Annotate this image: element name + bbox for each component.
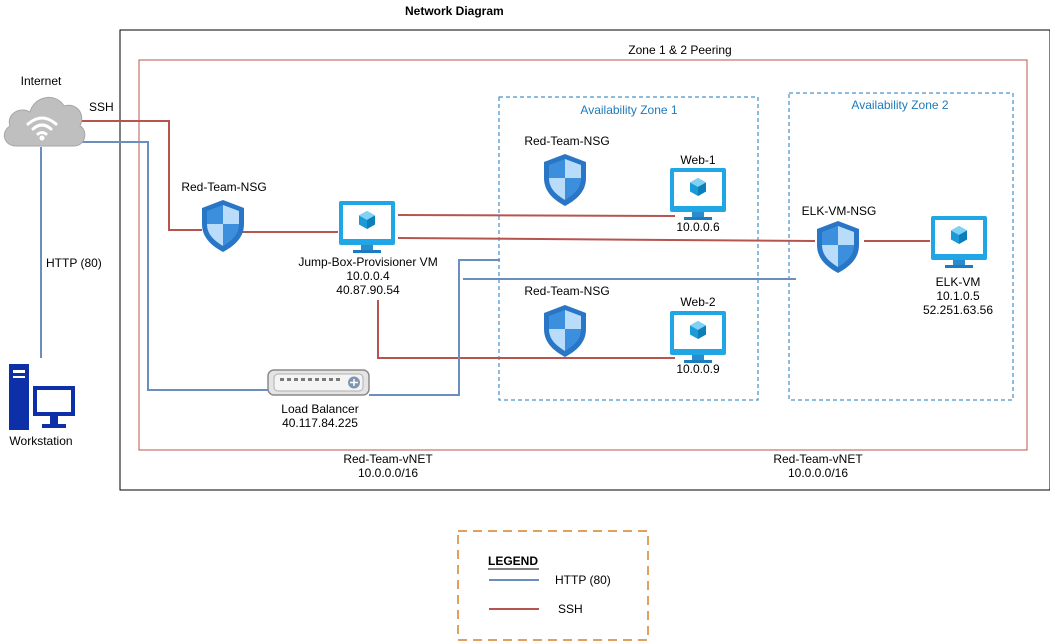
- web1-ip: 10.0.0.6: [676, 220, 720, 234]
- jumpbox-name: Jump-Box-Provisioner VM: [298, 255, 438, 269]
- http-line-lb-to-zone1: [369, 259, 500, 396]
- legend-item-ssh: SSH: [558, 602, 583, 616]
- workstation-label: Workstation: [9, 434, 73, 448]
- elk-vm-private-ip: 10.1.0.5: [936, 289, 980, 303]
- http-line-internet-to-lb: [82, 141, 270, 391]
- nsg-web1-label: Red-Team-NSG: [524, 134, 610, 148]
- load-balancer-ip: 40.117.84.225: [282, 416, 358, 430]
- nsg-main-label: Red-Team-NSG: [181, 180, 267, 194]
- shield-icon-web1-nsg: [544, 154, 586, 206]
- shield-icon-web2-nsg: [544, 305, 586, 357]
- ssh-line-jumpbox-to-web2: [377, 300, 675, 359]
- vnet-right-name: Red-Team-vNET: [773, 452, 863, 466]
- shield-icon-elk-nsg: [817, 221, 859, 273]
- workstation-icon: [9, 364, 75, 430]
- legend-item-http: HTTP (80): [555, 573, 611, 587]
- vnet-left-cidr: 10.0.0.0/16: [357, 466, 419, 480]
- nsg-web2-label: Red-Team-NSG: [524, 284, 610, 298]
- internet-label: Internet: [20, 74, 62, 88]
- elk-nsg-label: ELK-VM-NSG: [801, 204, 877, 218]
- jumpbox-private-ip: 10.0.0.4: [346, 269, 390, 283]
- zone2-label: Availability Zone 2: [851, 98, 949, 112]
- jumpbox-public-ip: 40.87.90.54: [336, 283, 400, 297]
- load-balancer-icon: [267, 369, 370, 396]
- load-balancer-name: Load Balancer: [281, 402, 359, 416]
- vm-monitor-icon-web2: [670, 311, 726, 363]
- web2-name: Web-2: [680, 295, 716, 309]
- peering-label: Zone 1 & 2 Peering: [628, 43, 732, 57]
- cloud-icon: [3, 97, 86, 147]
- vnet-peering-boundary: [138, 59, 1028, 451]
- elk-vm-public-ip: 52.251.63.56: [922, 303, 994, 317]
- ssh-line-jumpbox-to-web1: [397, 214, 676, 217]
- availability-zone-1-boundary: [498, 96, 759, 401]
- ssh-label: SSH: [89, 100, 114, 114]
- vm-monitor-icon-elk: [931, 216, 987, 268]
- ssh-connections: [82, 120, 930, 359]
- vm-monitor-icon-web1: [670, 168, 726, 220]
- web2-ip: 10.0.0.9: [676, 362, 720, 376]
- ssh-line-jumpbox-to-elk-nsg: [397, 237, 816, 242]
- diagram-title: Network Diagram: [405, 4, 504, 18]
- vm-monitor-icon-jumpbox: [339, 201, 395, 253]
- web1-name: Web-1: [680, 153, 716, 167]
- shield-icon-main-nsg: [202, 200, 244, 252]
- vnet-right-cidr: 10.0.0.0/16: [787, 466, 849, 480]
- zone1-label: Availability Zone 1: [580, 103, 678, 117]
- elk-vm-name: ELK-VM: [935, 275, 981, 289]
- legend-box: [457, 530, 649, 641]
- http-label: HTTP (80): [46, 256, 102, 270]
- vnet-left-name: Red-Team-vNET: [343, 452, 433, 466]
- availability-zone-2-boundary: [788, 92, 1014, 401]
- outer-frame: [119, 29, 1050, 491]
- legend-title: LEGEND: [488, 554, 539, 568]
- http-connections: [40, 141, 796, 396]
- ssh-line-internet-to-nsg: [82, 120, 202, 231]
